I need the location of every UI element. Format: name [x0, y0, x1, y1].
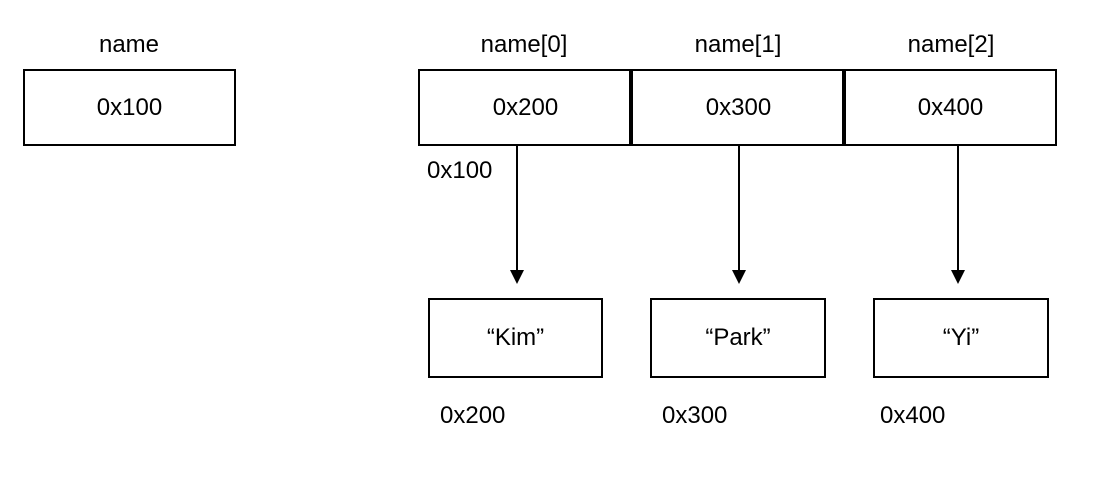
- array-cell-2-value: 0x400: [917, 93, 984, 121]
- array-divider: [842, 69, 846, 146]
- pointer-variable-value: 0x100: [96, 93, 163, 121]
- arrow-1: [732, 146, 746, 284]
- string-value-1: “Park”: [705, 324, 771, 351]
- array-cell-2: 0x400: [844, 69, 1057, 146]
- pointer-variable-box: 0x100: [23, 69, 236, 146]
- array-divider: [629, 69, 633, 146]
- string-address-1: 0x300: [662, 402, 728, 429]
- array-cell-2-label: name[2]: [907, 31, 995, 58]
- arrow-0: [510, 146, 524, 284]
- pointer-variable-label: name: [98, 31, 160, 58]
- array-cell-1: 0x300: [631, 69, 846, 146]
- string-value-2: “Yi”: [942, 324, 980, 351]
- arrow-2: [951, 146, 965, 284]
- string-address-0: 0x200: [440, 402, 506, 429]
- array-cell-1-label: name[1]: [694, 31, 782, 58]
- string-box-1: “Park”: [650, 298, 826, 378]
- string-address-2: 0x400: [880, 402, 946, 429]
- array-cell-0-value: 0x200: [492, 93, 559, 121]
- string-value-0: “Kim”: [486, 324, 545, 351]
- array-cell-1-value: 0x300: [705, 93, 772, 121]
- array-address: 0x100: [427, 157, 493, 184]
- array-cell-0-label: name[0]: [480, 31, 568, 58]
- string-box-2: “Yi”: [873, 298, 1049, 378]
- string-box-0: “Kim”: [428, 298, 603, 378]
